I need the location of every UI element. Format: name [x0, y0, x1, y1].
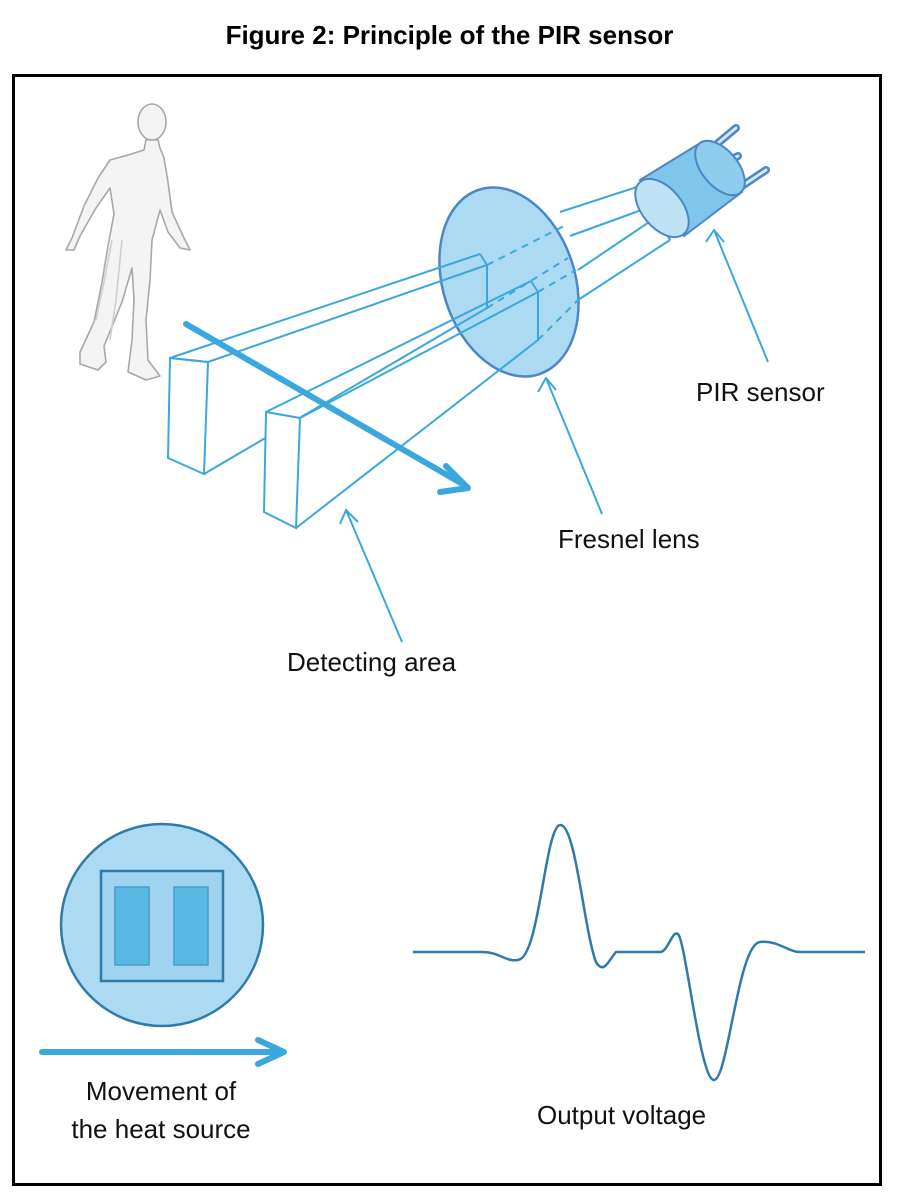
output-voltage-signal [413, 823, 865, 1082]
walking-person-icon [65, 103, 191, 381]
label-movement-line1: Movement of [85, 1076, 237, 1106]
fresnel-lens-leader [545, 377, 603, 515]
fresnel-lens-disc [438, 186, 580, 378]
lens-beam-dashes [486, 223, 579, 341]
pir-sensor-leader [713, 229, 769, 363]
detection-beam-lower [262, 280, 539, 530]
movement-arrow-top [183, 321, 471, 495]
figure-frame [12, 74, 882, 1186]
label-fresnel-lens: Fresnel lens [558, 524, 700, 554]
leader-lines [339, 228, 769, 643]
sensor-element-icon [59, 822, 265, 1028]
label-movement-line2: the heat source [71, 1114, 251, 1144]
pir-sensor-icon [634, 124, 770, 239]
label-output-voltage: Output voltage [537, 1100, 707, 1130]
label-pir-sensor: PIR sensor [696, 377, 825, 407]
detection-beam-upper [166, 253, 488, 476]
detecting-area-leader [345, 509, 403, 643]
label-detecting-area: Detecting area [287, 647, 457, 677]
figure-title: Figure 2: Principle of the PIR sensor [225, 20, 674, 50]
movement-arrow-bottom [39, 1037, 287, 1067]
